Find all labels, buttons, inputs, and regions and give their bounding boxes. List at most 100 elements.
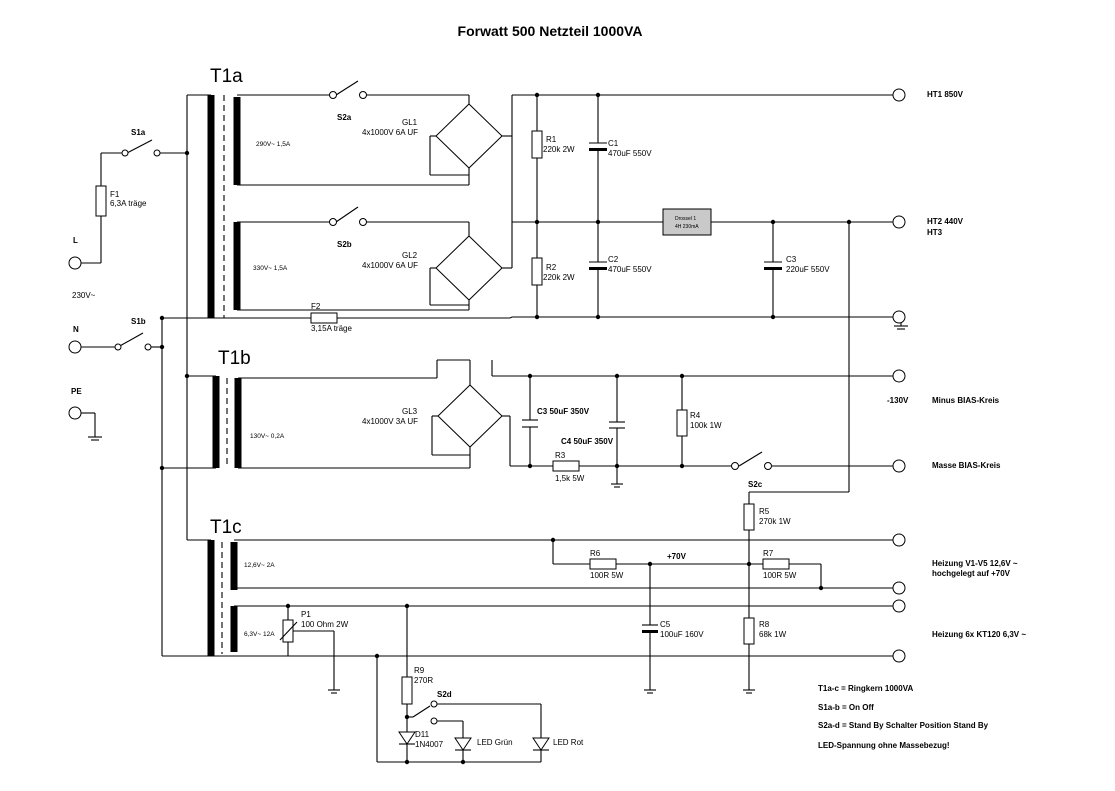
transformer-t1c: T1c 12,6V~ 2A 6,3V~ 12A (207, 517, 275, 656)
s2b-label: S2b (337, 240, 352, 249)
gl1-value: 4x1000V 6A UF (362, 128, 418, 137)
c3-value: 220uF 550V (786, 265, 830, 274)
mains-voltage-label: 230V~ (72, 291, 96, 300)
heater-section (162, 503, 893, 763)
note-3: S2a-d = Stand By Schalter Position Stand… (818, 721, 989, 730)
d11-label: D11 (415, 730, 430, 739)
terminal-heizung-1b (892, 581, 906, 595)
terminal-heizung-2b (892, 649, 906, 663)
terminal-heizung-1a (892, 533, 906, 547)
s2a-label: S2a (337, 113, 352, 122)
l-label: L (73, 236, 78, 245)
transformer-t1a: T1a 290V~ 1,5A 330V~ 1,5A (207, 66, 291, 318)
resistor-r7 (762, 558, 790, 570)
minus-130v-label: -130V (887, 396, 909, 405)
c4-label: C4 50uF 350V (561, 437, 614, 446)
winding-126v-label: 12,6V~ 2A (244, 562, 275, 569)
terminal-ground (892, 310, 906, 324)
diode-d11 (398, 731, 416, 745)
heizung-2-label: Heizung 6x KT120 6,3V ~ (932, 630, 1026, 639)
schematic-title: Forwatt 500 Netzteil 1000VA (458, 23, 643, 39)
c5-value: 100uF 160V (660, 630, 704, 639)
heizung-1-label-b: hochgelegt auf +70V (932, 569, 1011, 578)
f1-label: F1 (110, 190, 120, 199)
plus-70v-label: +70V (667, 552, 687, 561)
terminal-ht1 (892, 88, 906, 102)
capacitor-c2 (589, 267, 607, 270)
c3b-label: C3 50uF 350V (537, 407, 590, 416)
heizung-1-label-a: Heizung V1-V5 12,6V ~ (932, 559, 1018, 568)
r5-value: 270k 1W (759, 517, 791, 526)
led-rot (532, 737, 550, 751)
r1-value: 220k 2W (543, 145, 575, 154)
choke-drossel1 (662, 208, 712, 236)
gl2-label: GL2 (402, 251, 418, 260)
n-label: N (73, 325, 79, 334)
s1a-label: S1a (131, 128, 146, 137)
ht1-label: HT1 850V (927, 90, 964, 99)
f2-value: 3,15A träge (311, 324, 352, 333)
f1-value: 6,3A träge (110, 199, 147, 208)
gl3-value: 4x1000V 3A UF (362, 417, 418, 426)
terminal-pe (68, 406, 82, 420)
resistor-r1 (531, 130, 543, 159)
r6-value: 100R 5W (590, 571, 624, 580)
note-1: T1a-c = Ringkern 1000VA (818, 684, 913, 693)
p1-label: P1 (301, 610, 311, 619)
choke-value: 4H 230mA (675, 224, 699, 230)
c1-value: 470uF 550V (608, 149, 652, 158)
note-4: LED-Spannung ohne Massebezug! (818, 741, 950, 750)
ht3-label: HT3 (927, 228, 943, 237)
capacitor-c1 (589, 148, 607, 151)
ht1-section (237, 80, 893, 223)
led-rot-label: LED Rot (553, 738, 584, 747)
c2-value: 470uF 550V (608, 265, 652, 274)
r9-label: R9 (414, 666, 425, 675)
terminal-l (68, 256, 82, 270)
r4-label: R4 (690, 411, 701, 420)
r5-label: R5 (759, 507, 770, 516)
winding-63v-label: 6,3V~ 12A (244, 631, 275, 638)
minus-bias-label: Minus BIAS-Kreis (932, 396, 1000, 405)
r1-label: R1 (546, 135, 557, 144)
ht2-label: HT2 440V (927, 217, 964, 226)
t1b-label: T1b (218, 348, 251, 369)
pe-label: PE (71, 387, 82, 396)
gl1-label: GL1 (402, 118, 418, 127)
r7-value: 100R 5W (763, 571, 797, 580)
c2-label: C2 (608, 255, 619, 264)
r8-value: 68k 1W (759, 630, 787, 639)
t1c-label: T1c (210, 517, 242, 538)
r7-label: R7 (763, 549, 774, 558)
r2-value: 220k 2W (543, 273, 575, 282)
gl3-label: GL3 (402, 407, 418, 416)
resistor-r4 (676, 409, 688, 437)
winding-330v-label: 330V~ 1,5A (253, 265, 288, 272)
s2d-label: S2d (437, 690, 452, 699)
choke-name: Drossel 1 (675, 216, 696, 222)
r3-label: R3 (555, 451, 566, 460)
winding-130v-label: 130V~ 0,2A (250, 433, 285, 440)
r6-label: R6 (590, 549, 601, 558)
d11-value: 1N4007 (415, 740, 444, 749)
r4-value: 100k 1W (690, 421, 722, 430)
gl2-value: 4x1000V 6A UF (362, 261, 418, 270)
ht2-section (162, 206, 908, 330)
r2-label: R2 (546, 263, 557, 272)
f2-label: F2 (311, 302, 321, 311)
capacitor-c3 (764, 267, 782, 270)
s1b-label: S1b (131, 317, 146, 326)
resistor-r5 (743, 503, 755, 531)
c5-label: C5 (660, 620, 671, 629)
c1-label: C1 (608, 139, 619, 148)
note-2: S1a-b = On Off (818, 703, 874, 712)
p1-value: 100 Ohm 2W (301, 620, 349, 629)
resistor-r3 (552, 460, 580, 472)
r9-value: 270R (414, 676, 433, 685)
terminal-ht2 (892, 215, 906, 229)
t1a-label: T1a (210, 66, 243, 87)
terminal-heizung-2a (892, 599, 906, 613)
led-gruen-label: LED Grün (477, 738, 513, 747)
capacitor-c5 (642, 630, 658, 633)
